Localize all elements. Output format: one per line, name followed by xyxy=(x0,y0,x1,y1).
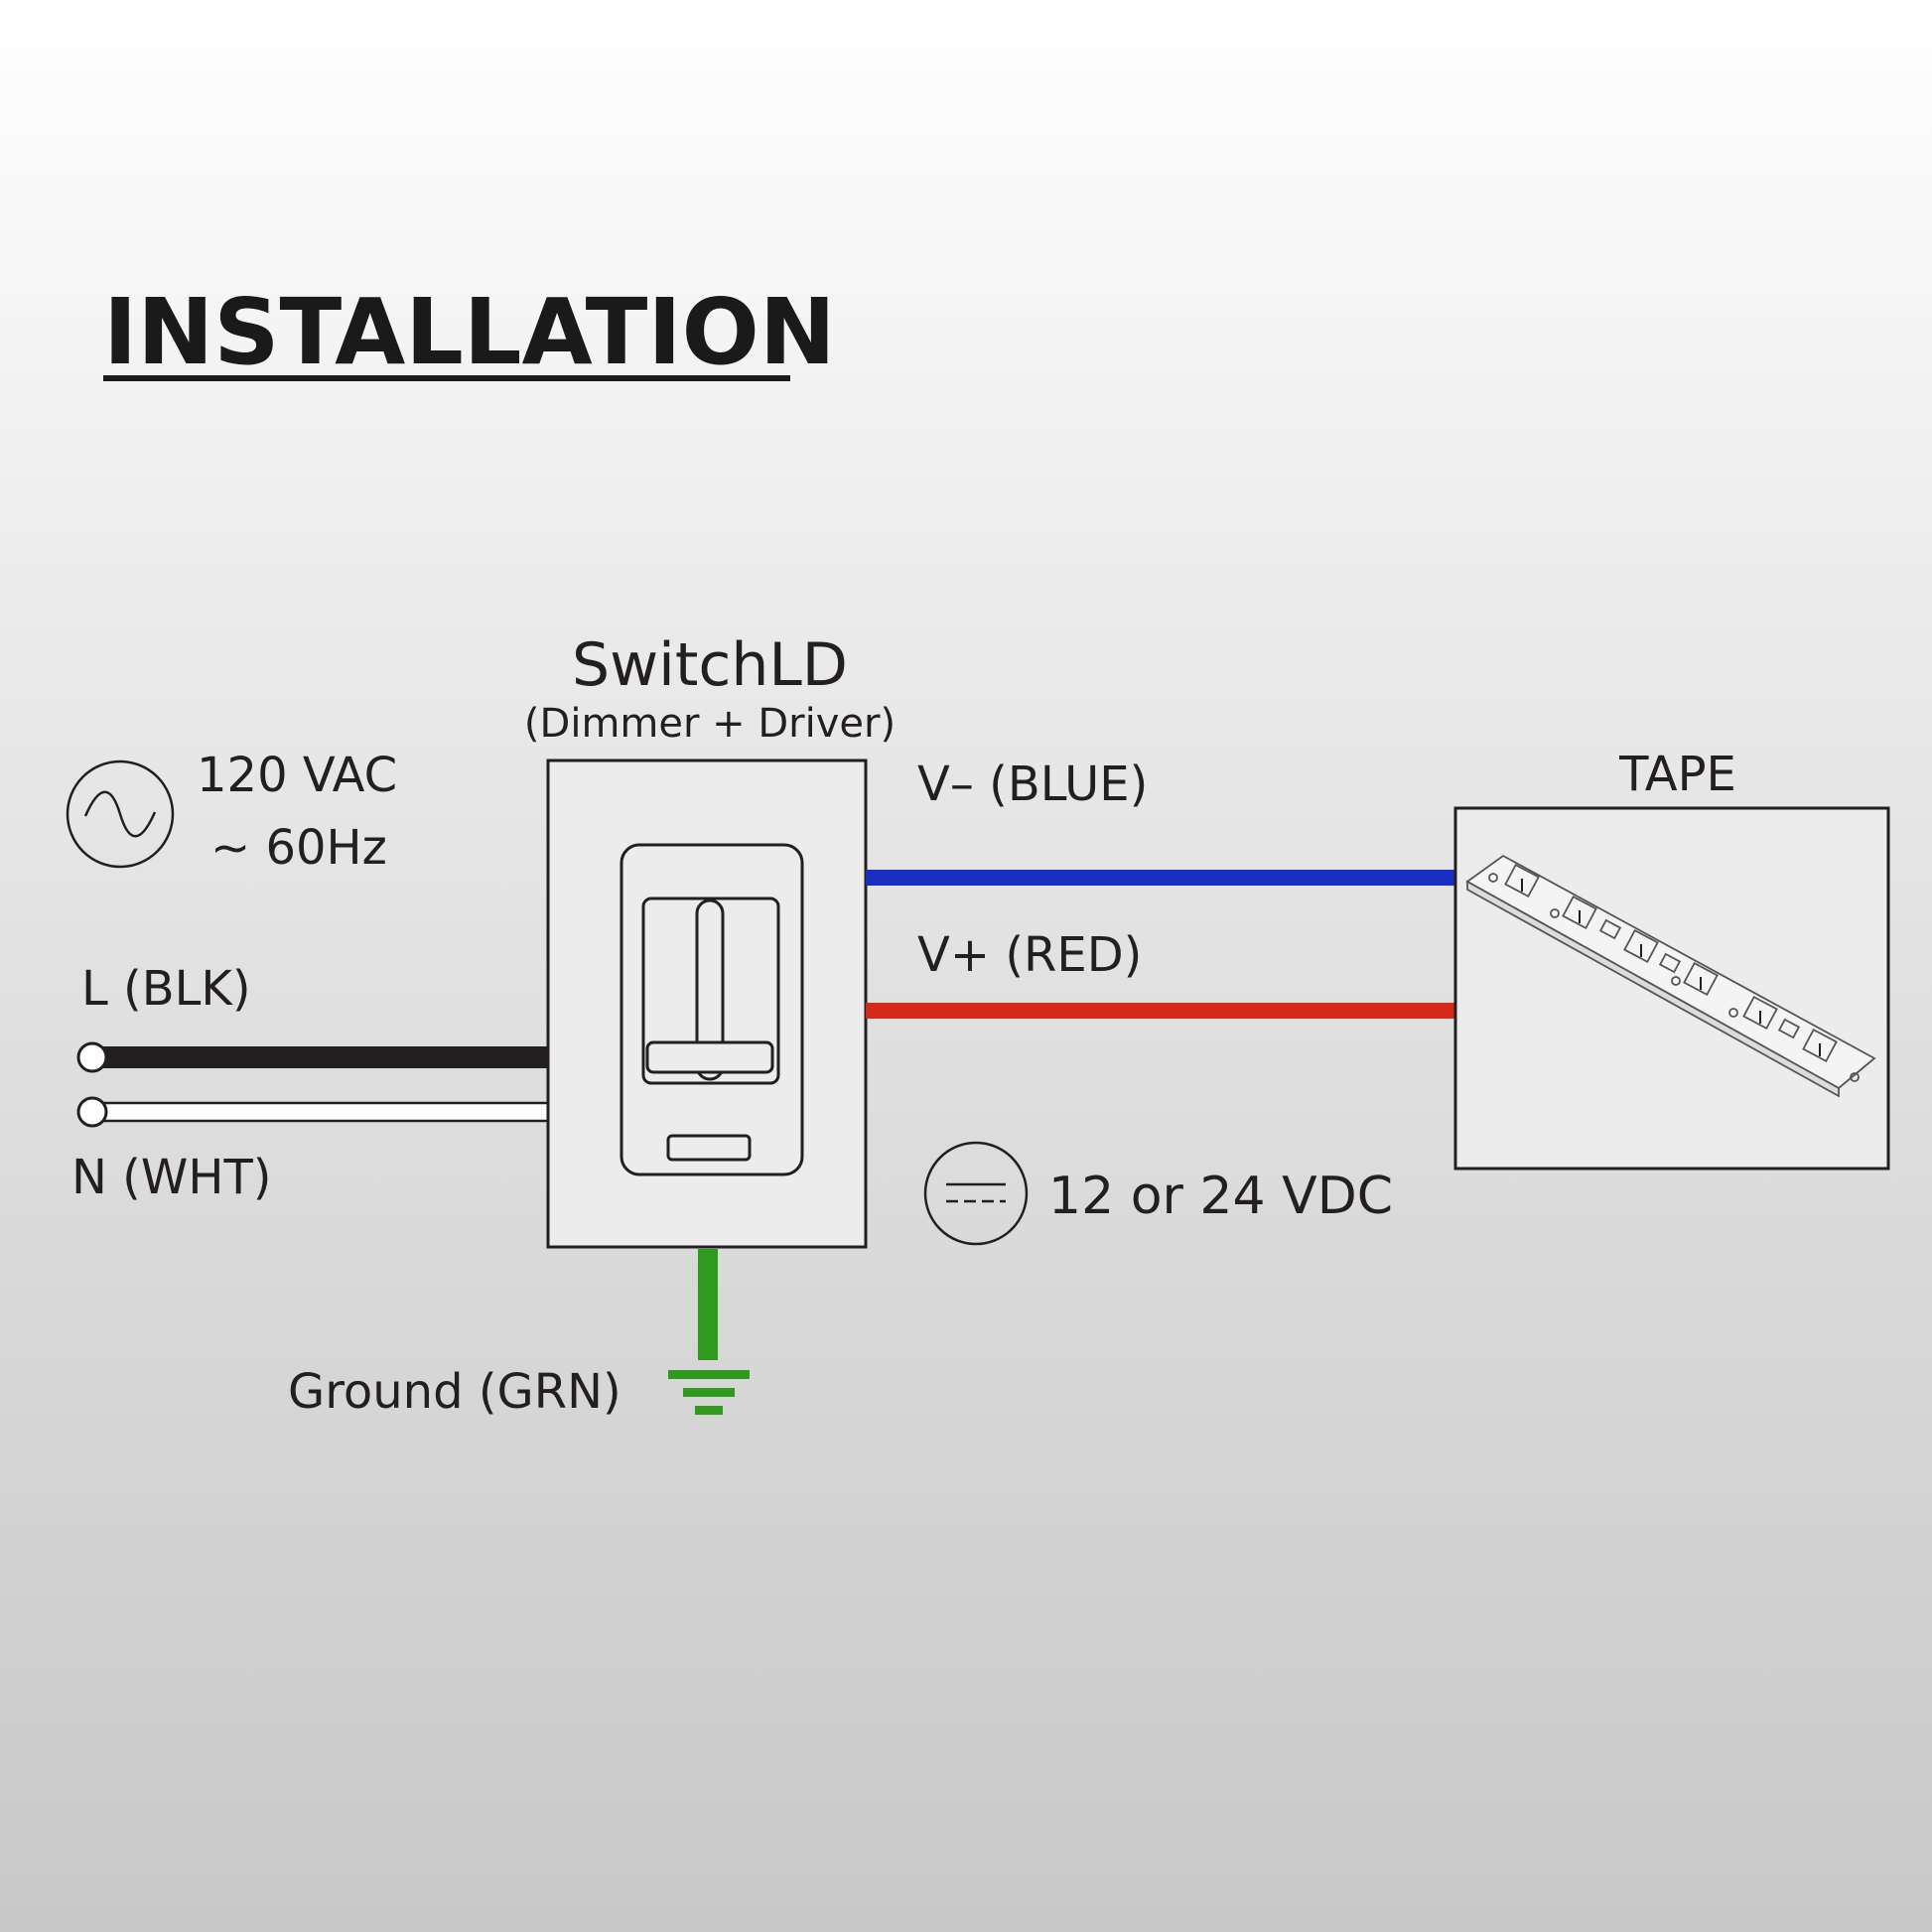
ground-icon xyxy=(668,1370,750,1415)
positive-wire-label: V+ (RED) xyxy=(917,927,1142,983)
line-terminal xyxy=(76,1041,108,1073)
ac-sine-icon xyxy=(66,759,175,869)
page-title: INSTALLATION xyxy=(103,279,836,385)
dimmer-slider xyxy=(645,1040,774,1074)
line-wire xyxy=(92,1046,548,1068)
switchld-device xyxy=(546,759,868,1249)
dc-symbol-icon xyxy=(923,1141,1029,1246)
tape-label: TAPE xyxy=(1618,747,1736,802)
ac-frequency-label: ~ 60Hz xyxy=(210,820,387,876)
line-wire-label: L (BLK) xyxy=(81,961,251,1017)
device-subtitle: (Dimmer + Driver) xyxy=(524,701,896,747)
neutral-wire-label: N (WHT) xyxy=(71,1150,272,1205)
ac-voltage-label: 120 VAC xyxy=(197,748,397,803)
switch-button xyxy=(666,1134,752,1162)
negative-wire-label: V– (BLUE) xyxy=(917,757,1148,812)
ground-wire xyxy=(698,1249,718,1360)
neutral-wire xyxy=(90,1101,550,1123)
negative-wire xyxy=(866,870,1455,886)
neutral-terminal xyxy=(76,1096,108,1128)
led-tape-icon xyxy=(1465,854,1876,1098)
positive-wire xyxy=(866,1003,1455,1019)
device-name: SwitchLD xyxy=(572,630,848,700)
title-underline xyxy=(103,375,790,381)
ground-wire-label: Ground (GRN) xyxy=(288,1364,621,1420)
dc-voltage-label: 12 or 24 VDC xyxy=(1048,1167,1393,1226)
